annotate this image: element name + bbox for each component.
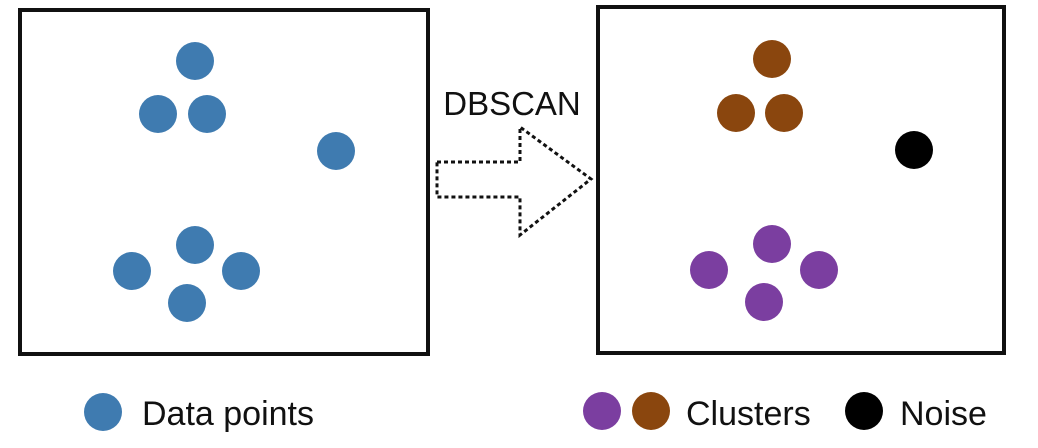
legend: Data points Clusters Noise	[84, 392, 987, 433]
input-data-point-6	[113, 252, 151, 290]
legend-data-points-label: Data points	[142, 395, 314, 433]
transform-arrow	[435, 124, 594, 239]
input-data-point-1	[176, 42, 214, 80]
input-data-point-4	[317, 132, 355, 170]
output-panel	[596, 5, 1006, 355]
method-label: DBSCAN	[443, 85, 581, 122]
input-points	[113, 42, 355, 322]
legend-noise-label: Noise	[900, 395, 987, 433]
output-cluster-b-point-3	[765, 94, 803, 132]
input-data-point-5	[176, 226, 214, 264]
input-panel	[18, 8, 430, 356]
output-cluster-a-point-8	[745, 283, 783, 321]
input-data-point-7	[222, 252, 260, 290]
input-data-point-8	[168, 284, 206, 322]
output-points	[690, 40, 933, 321]
output-cluster-b-point-2	[717, 94, 755, 132]
legend-clusters-label: Clusters	[686, 395, 811, 433]
output-cluster-a-point-6	[690, 251, 728, 289]
legend-cluster-a-swatch	[583, 392, 621, 430]
output-cluster-a-point-5	[753, 225, 791, 263]
input-data-point-3	[188, 95, 226, 133]
output-noise-point-4	[895, 131, 933, 169]
output-cluster-b-point-1	[753, 40, 791, 78]
output-cluster-a-point-7	[800, 251, 838, 289]
legend-cluster-b-swatch	[632, 392, 670, 430]
legend-data-point-swatch	[84, 393, 122, 431]
input-data-point-2	[139, 95, 177, 133]
legend-noise-swatch	[845, 392, 883, 430]
